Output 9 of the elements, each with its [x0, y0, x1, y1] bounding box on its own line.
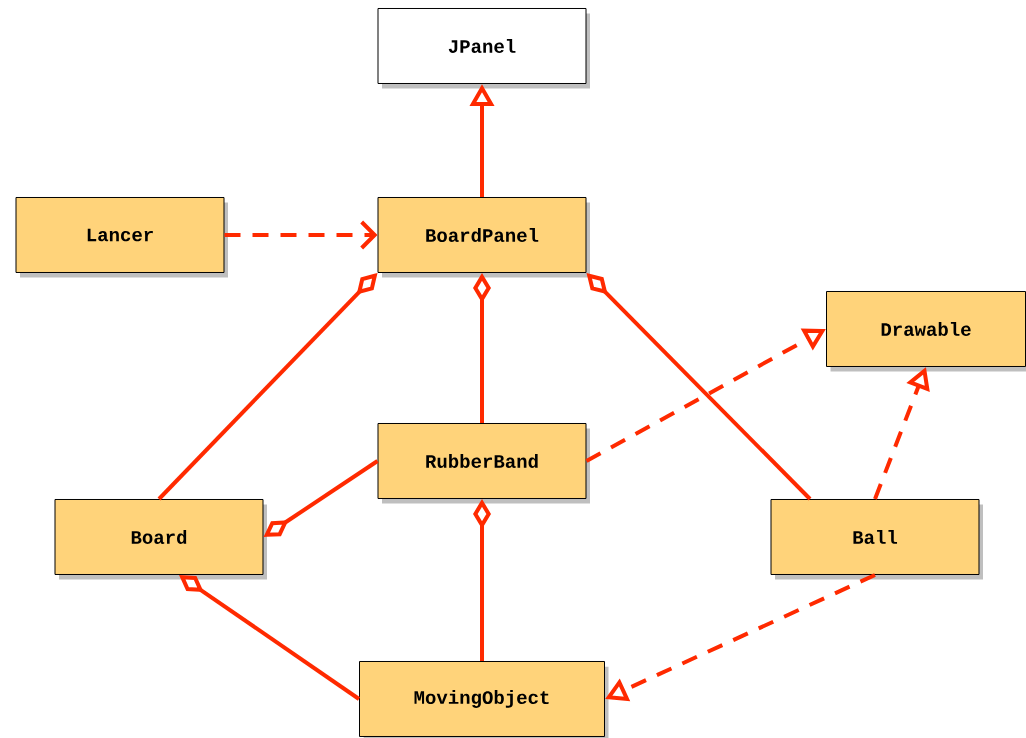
dependency-arrow — [224, 220, 378, 250]
class-box: Ball — [770, 499, 983, 580]
class-box: Board — [54, 499, 267, 580]
class-box: BoardPanel — [377, 197, 590, 278]
class-box: Lancer — [15, 197, 228, 278]
class-box: RubberBand — [377, 423, 590, 504]
class-box: MovingObject — [359, 661, 609, 738]
class-box: JPanel — [377, 8, 590, 89]
class-box: Drawable — [826, 291, 1026, 372]
